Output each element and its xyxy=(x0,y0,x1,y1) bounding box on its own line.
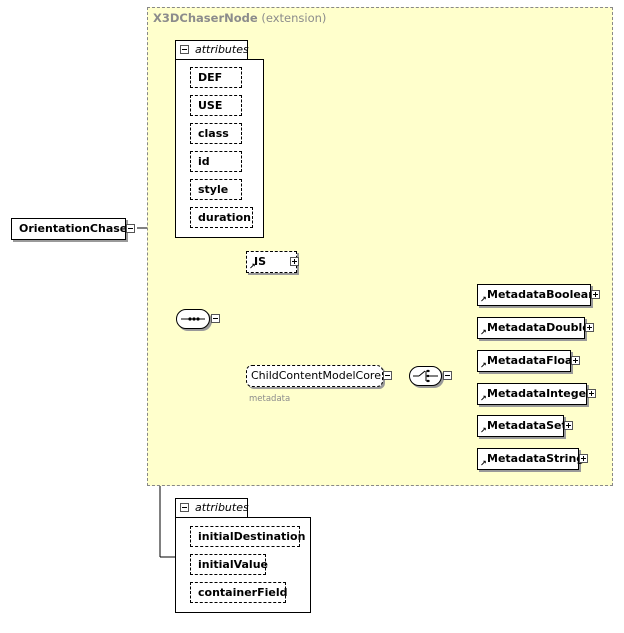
attribute-label: initialDestination xyxy=(198,530,306,543)
element-label: MetadataDouble xyxy=(487,321,590,334)
attribute-label: DEF xyxy=(198,71,223,84)
collapse-icon[interactable] xyxy=(383,371,392,380)
expand-icon[interactable] xyxy=(571,356,580,365)
attribute-containerfield[interactable]: containerField xyxy=(190,582,288,603)
choice-icon xyxy=(413,369,438,383)
group-label: ChildContentModelCore xyxy=(251,369,381,382)
collapse-icon[interactable] xyxy=(180,45,189,54)
attributes-tab-top[interactable]: attributes xyxy=(175,40,249,60)
extension-base: X3DChaserNode xyxy=(153,11,258,25)
attribute-label: id xyxy=(198,155,210,168)
element-label: MetadataString xyxy=(487,452,585,465)
reference-arrow-icon: ↗ xyxy=(480,328,487,337)
element-is[interactable]: ↗ IS xyxy=(246,251,297,273)
attributes-tab-label: attributes xyxy=(195,43,249,56)
attribute-id[interactable]: id xyxy=(190,151,242,172)
reference-arrow-icon: ↗ xyxy=(480,459,487,468)
attributes-tab-label: attributes xyxy=(195,501,249,514)
expand-icon[interactable] xyxy=(591,290,600,299)
reference-arrow-icon: ↗ xyxy=(249,262,256,271)
group-childcontentmodelcore[interactable]: ChildContentModelCore xyxy=(246,365,383,387)
expand-icon[interactable] xyxy=(290,257,299,266)
extension-title: X3DChaserNode (extension) xyxy=(153,11,326,25)
attribute-label: class xyxy=(198,127,229,140)
group-sublabel: metadata xyxy=(249,394,291,404)
attribute-label: containerField xyxy=(198,586,288,599)
expand-icon[interactable] xyxy=(579,454,588,463)
attribute-label: initialValue xyxy=(198,558,268,571)
sequence-compositor[interactable] xyxy=(176,309,210,329)
reference-arrow-icon: ↗ xyxy=(480,361,487,370)
element-metadataboolean[interactable]: ↗ MetadataBoolean xyxy=(477,284,596,306)
reference-arrow-icon: ↗ xyxy=(480,394,487,403)
element-metadatadouble[interactable]: ↗ MetadataDouble xyxy=(477,317,590,339)
root-element-label: OrientationChaser xyxy=(19,222,133,235)
element-metadatainteger[interactable]: ↗ MetadataInteger xyxy=(477,383,591,405)
expand-icon[interactable] xyxy=(587,389,596,398)
choice-compositor[interactable] xyxy=(409,366,442,386)
element-label: MetadataSet xyxy=(487,419,567,432)
element-is-label: IS xyxy=(254,255,267,268)
attribute-label: USE xyxy=(198,99,223,112)
element-label: MetadataFloat xyxy=(487,354,578,367)
element-metadatafloat[interactable]: ↗ MetadataFloat xyxy=(477,350,578,372)
reference-arrow-icon: ↗ xyxy=(480,295,487,304)
collapse-icon[interactable] xyxy=(126,224,135,233)
root-element-orientationchaser[interactable]: OrientationChaser xyxy=(11,218,133,240)
element-metadatastring[interactable]: ↗ MetadataString xyxy=(477,448,584,470)
collapse-icon[interactable] xyxy=(180,503,189,512)
element-label: MetadataBoolean xyxy=(487,288,597,301)
attribute-use[interactable]: USE xyxy=(190,95,242,116)
expand-icon[interactable] xyxy=(564,421,573,430)
attribute-duration[interactable]: duration xyxy=(190,207,253,228)
attribute-style[interactable]: style xyxy=(190,179,242,200)
attribute-class[interactable]: class xyxy=(190,123,242,144)
attribute-initialdestination[interactable]: initialDestination xyxy=(190,526,305,547)
sequence-icon xyxy=(181,317,205,321)
attribute-def[interactable]: DEF xyxy=(190,67,242,88)
attribute-label: duration xyxy=(198,211,251,224)
element-metadataset[interactable]: ↗ MetadataSet xyxy=(477,415,567,437)
element-label: MetadataInteger xyxy=(487,387,592,400)
expand-icon[interactable] xyxy=(585,323,594,332)
attribute-label: style xyxy=(198,183,229,196)
collapse-icon[interactable] xyxy=(443,371,452,380)
reference-arrow-icon: ↗ xyxy=(480,426,487,435)
extension-note: (extension) xyxy=(261,11,327,25)
attribute-initialvalue[interactable]: initialValue xyxy=(190,554,268,575)
collapse-icon[interactable] xyxy=(211,314,220,323)
attributes-tab-bottom[interactable]: attributes xyxy=(175,498,249,518)
